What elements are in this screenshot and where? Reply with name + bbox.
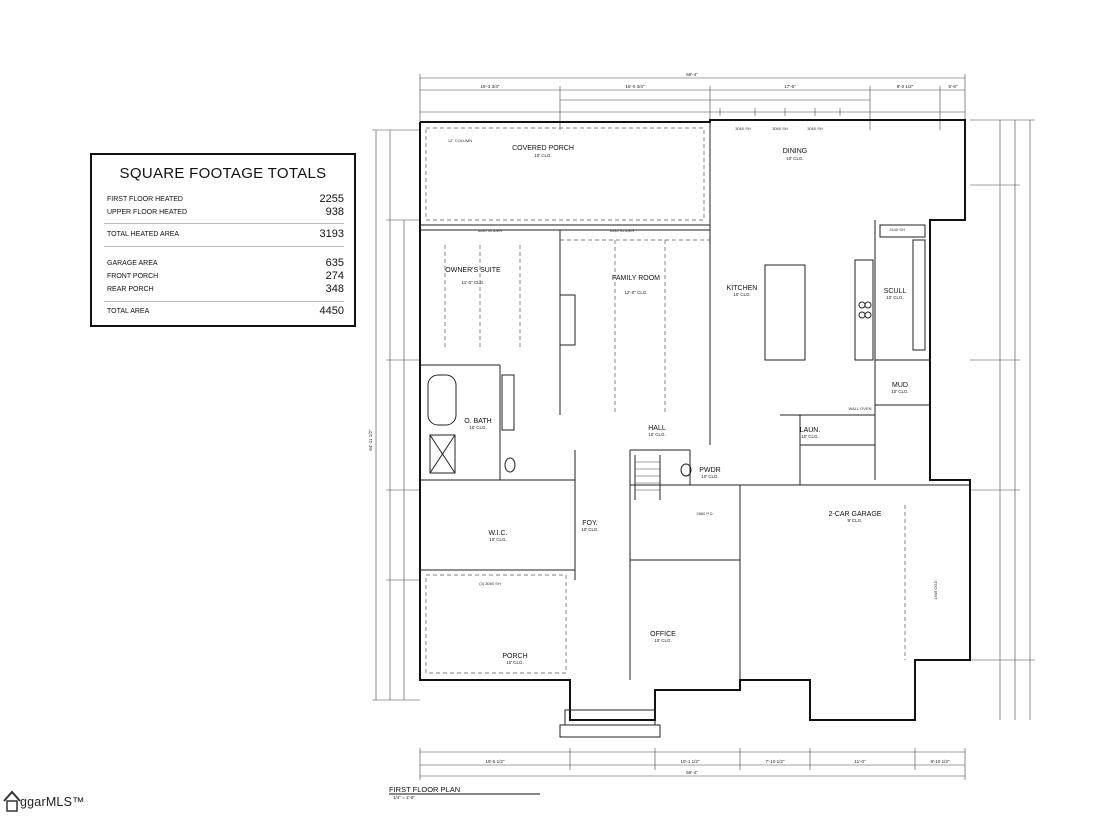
room-family-room-clg: 12'-0" CLG. (624, 290, 647, 295)
room-dining: DINING (783, 148, 808, 155)
bottom-dim-2: 10'-1 1/2" (681, 759, 700, 764)
top-dim-3: 17'-6" (784, 84, 796, 89)
top-dim-1: 15'-3 3/4" (481, 84, 500, 89)
plan-notes: 12" COLUMN 6080 SLIDER 6080 SLIDER 3060 … (448, 126, 938, 600)
room-owners-suite-clg: 11'-0" CLG. (462, 280, 485, 285)
room-wic-clg: 10' CLG. (489, 537, 507, 542)
bottom-dim-5: 8'-10 1/2" (931, 759, 950, 764)
overall-width-dim-bottom: 66'-4" (686, 770, 698, 775)
room-family-room: FAMILY ROOM (612, 275, 660, 282)
dashed-outlines (425, 127, 906, 674)
plan-title: FIRST FLOOR PLAN (389, 785, 460, 794)
room-hall-clg: 10' CLG. (648, 432, 666, 437)
bottom-dimensions: 19'-5 1/2" 10'-1 1/2" 7'-10 1/2" 11'-0" … (419, 748, 966, 780)
row-value: 274 (325, 270, 344, 282)
top-dim-5: 5'-8" (949, 84, 958, 89)
note-window-2: 3060 SH (772, 126, 788, 131)
right-dimensions (970, 119, 1035, 720)
room-scull: SCULL (884, 288, 907, 295)
room-o-bath: O. BATH (464, 418, 491, 425)
row-label: GARAGE AREA (107, 260, 158, 267)
room-mud: MUD (892, 382, 908, 389)
bath-fixtures (427, 374, 692, 477)
note-window-4: (3) 3060 SH (479, 581, 501, 586)
row-label: TOTAL HEATED AREA (107, 231, 180, 238)
room-porch: PORCH (502, 653, 527, 660)
note-scull-window: 2440 SH (889, 227, 905, 232)
room-foyer: FOY. (582, 520, 597, 527)
note-wall-oven: WALL OVEN (848, 406, 871, 411)
note-window-1: 3060 SH (735, 126, 751, 131)
room-laun: LAUN. (800, 427, 821, 434)
overall-depth-dim: 64'-11 1/2" (368, 429, 373, 451)
room-pwdr: PWDR (699, 467, 720, 474)
stair (634, 455, 661, 500)
row-value: 2255 (319, 193, 344, 205)
bottom-dim-4: 11'-0" (854, 759, 866, 764)
divider (104, 301, 344, 302)
floor-plan-drawing: .w { stroke:#111; stroke-width:2; fill:n… (368, 72, 1035, 800)
room-office: OFFICE (650, 631, 676, 638)
room-office-clg: 10' CLG. (654, 638, 672, 643)
room-garage-clg: 9' CLG. (847, 518, 862, 523)
room-hall: HALL (648, 425, 666, 432)
room-covered-porch-clg: 10' CLG. (534, 153, 552, 158)
room-wic: W.I.C. (488, 530, 507, 537)
exterior-walls (419, 119, 971, 721)
bottom-dim-1: 19'-5 1/2" (486, 759, 505, 764)
divider (104, 223, 344, 224)
square-footage-table: SQUARE FOOTAGE TOTALS FIRST FLOOR HEATED… (90, 153, 356, 327)
row-label: REAR PORCH (107, 286, 154, 293)
room-owners-suite: OWNER'S SUITE (445, 267, 501, 274)
row-value: 3193 (319, 228, 344, 240)
row-label: UPPER FLOOR HEATED (107, 209, 187, 216)
note-slider-1: 6080 SLIDER (478, 228, 503, 233)
room-kitchen: KITCHEN (727, 285, 758, 292)
note-column: 12" COLUMN (448, 138, 472, 143)
plan-scale: 1/4" = 1'-0" (393, 795, 415, 800)
room-porch-clg: 10' CLG. (506, 660, 524, 665)
note-door: 2880 P.D. (696, 511, 713, 516)
bottom-dim-3: 7'-10 1/2" (766, 759, 785, 764)
overall-width-dim: 66'-4" (686, 72, 698, 77)
row-label: TOTAL AREA (107, 308, 150, 315)
room-kitchen-clg: 10' CLG. (733, 292, 751, 297)
fireplace (559, 294, 576, 346)
top-dim-4: 8'-0 1/2" (897, 84, 914, 89)
row-value: 938 (325, 206, 344, 218)
front-steps (559, 709, 661, 738)
row-label: FIRST FLOOR HEATED (107, 196, 183, 203)
room-dining-clg: 10' CLG. (786, 156, 804, 161)
room-covered-porch: COVERED PORCH (512, 145, 574, 152)
top-dimensions: 66'-4" 15'-3 3/4" 16'-0 3/4" 17'-6" 8'-0… (419, 72, 966, 130)
divider (104, 246, 344, 247)
room-pwdr-clg: 10' CLG. (701, 474, 719, 479)
room-garage: 2-CAR GARAGE (829, 511, 882, 518)
house-logo-icon (3, 790, 21, 812)
room-labels: COVERED PORCH 10' CLG. DINING 10' CLG. O… (445, 145, 909, 665)
room-laun-clg: 10' CLG. (801, 434, 819, 439)
plan-title-block: FIRST FLOOR PLAN 1/4" = 1'-0" (389, 785, 540, 800)
room-foyer-clg: 10' CLG. (581, 527, 599, 532)
room-mud-clg: 10' CLG. (891, 389, 909, 394)
left-dimensions: 64'-11 1/2" (368, 129, 420, 701)
mls-watermark: ggarMLS™ (0, 788, 120, 816)
top-dim-2: 16'-0 3/4" (626, 84, 645, 89)
interior-walls (420, 122, 970, 680)
row-value: 348 (325, 283, 344, 295)
row-value: 635 (325, 257, 344, 269)
table-title: SQUARE FOOTAGE TOTALS (119, 165, 327, 182)
note-garage-door: 1608 OGD (933, 580, 938, 599)
room-scull-clg: 10' CLG. (886, 295, 904, 300)
room-o-bath-clg: 10' CLG. (469, 425, 487, 430)
watermark-text: ggarMLS™ (20, 795, 85, 809)
note-window-3: 3060 SH (807, 126, 823, 131)
row-label: FRONT PORCH (107, 273, 159, 280)
kitchen-fixtures (764, 224, 926, 361)
row-value: 4450 (319, 305, 344, 317)
note-slider-2: 6080 SLIDER (610, 228, 635, 233)
